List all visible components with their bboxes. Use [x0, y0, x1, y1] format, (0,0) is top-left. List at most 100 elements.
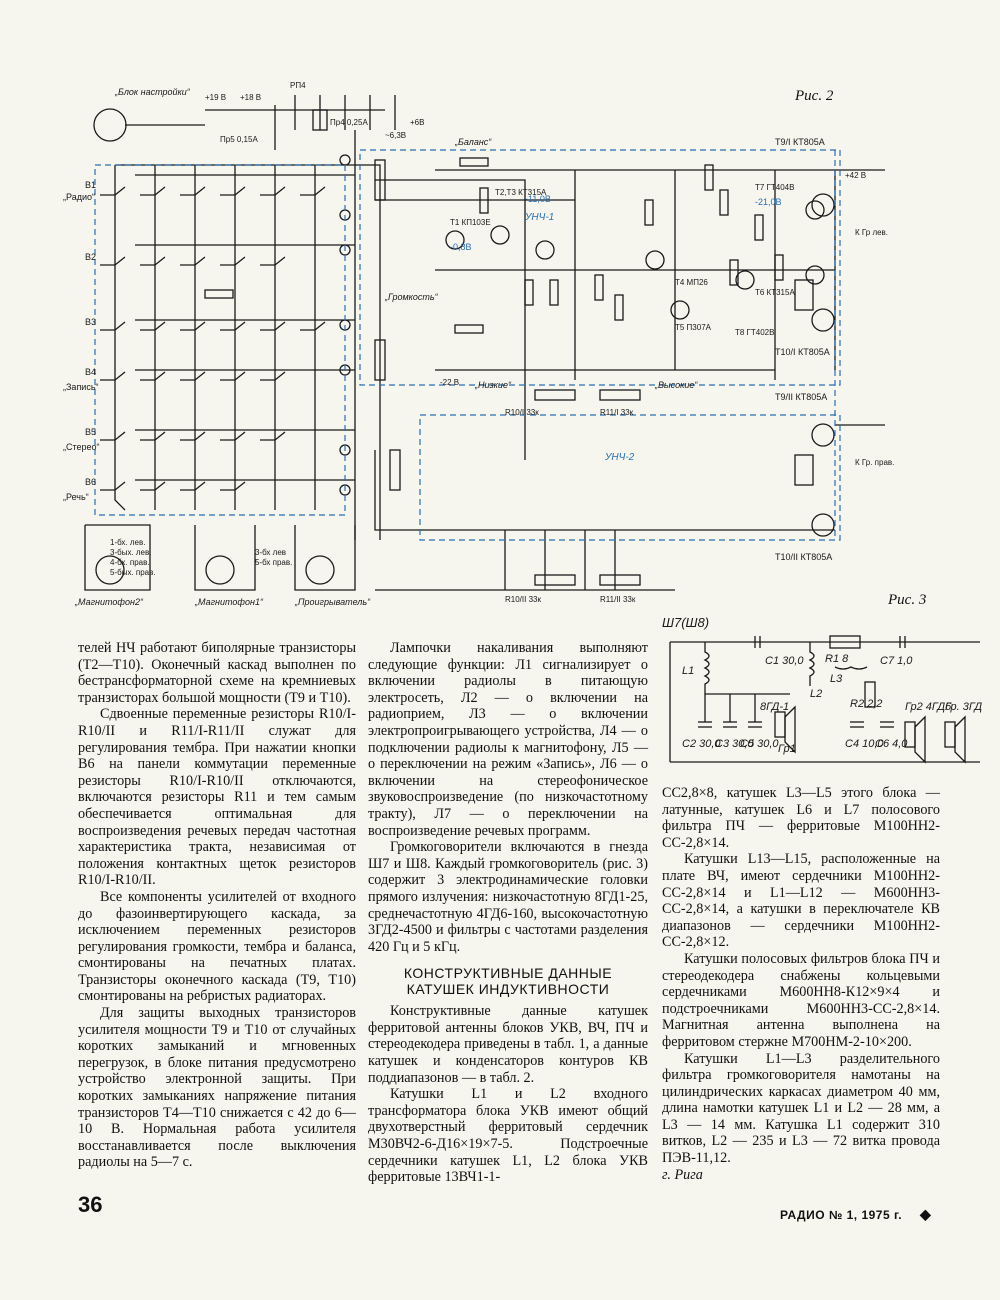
signature: г. Рига [662, 1166, 703, 1183]
connector-caption: „Магнитофон1“ [194, 597, 264, 607]
transistor-label: Т10/I КТ805А [775, 347, 830, 357]
transistor-label: Т10/II КТ805А [775, 552, 832, 562]
jack-note: 1-бх. лев. [110, 538, 145, 547]
journal-issue: РАДИО № 1, 1975 г. [780, 1208, 903, 1222]
paragraph: телей НЧ работают биполярные транзисторы… [78, 640, 356, 706]
rail-label: +19 В [205, 93, 226, 102]
control-volume: „Громкость“ [384, 292, 439, 302]
jack-note: 3-бых. лев. [110, 548, 151, 557]
rail-label: РП4 [290, 81, 306, 90]
fig3-part: С2 30,0 [682, 738, 721, 750]
transistor-label: Т7 ГТ404В [755, 183, 794, 192]
control-balance: „Баланс“ [454, 137, 492, 147]
switch-label: В2 [85, 252, 96, 262]
text-column-1: телей НЧ работают биполярные транзисторы… [78, 640, 356, 1171]
transistor-label: Т9/II КТ805А [775, 392, 827, 402]
fig3-part: С5 30,0 [740, 738, 779, 750]
amp-label-1: УНЧ-1 [524, 212, 554, 223]
fig3-part: R2 2,2 [850, 698, 882, 710]
pot-label: R11/II 33к [600, 595, 636, 604]
fig3-part: L1 [682, 665, 694, 677]
jack-note: 3-бх лев [255, 548, 286, 557]
section-heading-line: КАТУШЕК ИНДУКТИВНОСТИ [406, 981, 610, 998]
control-bass: „Низкие“ [474, 380, 512, 390]
fig3-part: R1 8 [825, 653, 849, 665]
fig3-part: С1 30,0 [765, 655, 804, 667]
fig3-speaker: Гр2 4ГД6 [905, 701, 952, 713]
text-column-2: Лампочки накаливания выполняют следующие… [368, 640, 648, 1186]
jack-note: 4-бх. прав. [110, 558, 150, 567]
fig3-part: С3 30,0 [715, 738, 754, 750]
transistor-label: Т8 ГТ402В [735, 328, 774, 337]
rail-label: -22 В [440, 378, 459, 387]
control-treble: „Высокие“ [654, 380, 698, 390]
switch-b5-caption: „Стерео“ [63, 442, 100, 452]
journal-footer: РАДИО № 1, 1975 г. ◆ [780, 1206, 931, 1223]
paragraph: Все компоненты усилителей от входного до… [78, 888, 356, 1005]
diamond-icon: ◆ [919, 1206, 932, 1222]
transistor-label: Т6 КТ315А [755, 288, 795, 297]
pot-label: R10/I 33к [505, 408, 539, 417]
fig3-speaker: Гр1 [778, 743, 796, 755]
jack-note: 5-бх прав. [255, 558, 292, 567]
transistor-label: Т2,Т3 КТ315А [495, 188, 547, 197]
switch-label: В4 [85, 367, 96, 377]
schematic-figure-2: „Блок настройки“ „Радио“ „Запись“ „Стере… [63, 81, 894, 607]
switch-b6-caption: „Речь“ [63, 492, 89, 502]
figure-3: Ш7(Ш8) L1 L2 L3 R1 8 R2 2,2 С1 30,0 С2 3… [660, 612, 990, 782]
paragraph: Громкоговорители включаются в гнезда Ш7 … [368, 839, 648, 955]
connector-caption: „Проигрыватель“ [294, 597, 371, 607]
page-number: 36 [78, 1192, 103, 1217]
crossover-schematic: Ш7(Ш8) L1 L2 L3 R1 8 R2 2,2 С1 30,0 С2 3… [662, 615, 982, 764]
jack-note: 5-бых. прав. [110, 568, 156, 577]
fig3-part: L3 [830, 673, 843, 685]
fig3-speaker: 8ГД-1 [760, 701, 789, 713]
section-heading: КОНСТРУКТИВНЫЕ ДАННЫЕ КАТУШЕК ИНДУКТИВНО… [368, 965, 648, 997]
block-label: „Блок настройки“ [114, 87, 191, 97]
fig3-speaker: Гр. 3ГД [945, 701, 982, 713]
transistor-label: Т1 КП103Е [450, 218, 491, 227]
rail-label: ~6,3В [385, 131, 406, 140]
switch-label: В1 [85, 180, 96, 190]
figure-2-label: Рис. 2 [795, 88, 834, 104]
fig3-connector: Ш7(Ш8) [662, 615, 709, 630]
section-heading-line: КОНСТРУКТИВНЫЕ ДАННЫЕ [403, 965, 613, 982]
switch-label: В3 [85, 317, 96, 327]
rail-label: +42 В [845, 171, 866, 180]
fuse-label: Пр4 0,25А [330, 118, 368, 127]
fig3-part: С6 4,0 [875, 738, 908, 750]
transistor-label: Т5 П307А [675, 323, 712, 332]
paragraph: Катушки полосовых фильтров блока ПЧ и ст… [662, 950, 940, 1050]
fuse-label: Пр5 0,15А [220, 135, 258, 144]
amp-label-2: УНЧ-2 [604, 452, 635, 463]
potential-label: -21,0В [755, 197, 782, 207]
output-label: К Гр лев. [855, 228, 888, 237]
switch-b4-caption: „Запись“ [63, 382, 99, 392]
potential-label: -11,0В [525, 194, 551, 204]
paragraph: Катушки L13—L15, расположенные на плате … [662, 851, 940, 951]
paragraph: Катушки L1—L3 разделительного фильтра гр… [662, 1050, 940, 1167]
paragraph: Сдвоенные переменные резисторы R10/I-R10… [78, 706, 356, 889]
transistor-label: Т4 МП26 [675, 278, 708, 287]
transistor-label: Т9/I КТ805А [775, 137, 825, 147]
pot-label: R10/II 33к [505, 595, 541, 604]
figure-3-label: Рис. 3 [888, 592, 927, 608]
paragraph: Для защиты выходных транзисторов усилите… [78, 1005, 356, 1171]
paragraph: Лампочки накаливания выполняют следующие… [368, 640, 648, 839]
pot-label: R11/I 33к [600, 408, 634, 417]
fig3-part: С4 10,0 [845, 738, 884, 750]
switch-b1-caption: „Радио“ [63, 192, 95, 202]
text-column-3: СС2,8×8, катушек L3—L5 этого блока — лат… [662, 785, 940, 1183]
paragraph: СС2,8×8, катушек L3—L5 этого блока — лат… [662, 785, 940, 851]
fig3-part: С7 1,0 [880, 655, 913, 667]
output-label: К Гр. прав. [855, 458, 894, 467]
paragraph: Конструктивные данные катушек ферритовой… [368, 1003, 648, 1086]
connector-caption: „Магнитофон2“ [74, 597, 144, 607]
rail-label: +18 В [240, 93, 261, 102]
figure-2: „Блок настройки“ „Радио“ „Запись“ „Стере… [55, 70, 935, 610]
rail-label: +6В [410, 118, 424, 127]
potential-label: -0,8В [450, 242, 472, 252]
paragraph: Катушки L1 и L2 входного трансформатора … [368, 1086, 648, 1186]
fig3-part: L2 [810, 688, 822, 700]
switch-label: В5 [85, 427, 96, 437]
